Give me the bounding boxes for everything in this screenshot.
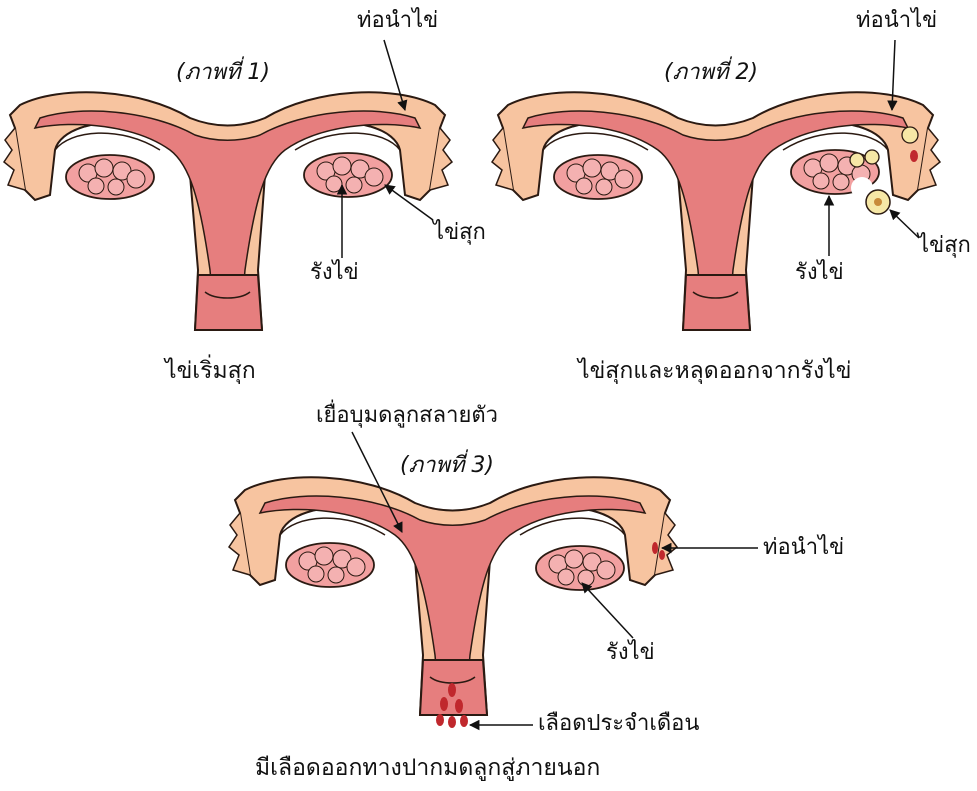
figure-1-uterus [4,92,452,330]
figure-2-oviduct-label: ท่อนำไข่ [856,10,937,32]
figure-3-blood-label: เลือดประจำเดือน [538,713,699,735]
figure-1-caption: ไข่เริ่มสุก [165,360,256,383]
figure-3-oviduct-label: ท่อนำไข่ [763,537,844,559]
figure-3-caption: มีเลือดออกทางปากมดลูกสู่ภายนอก [255,757,600,780]
figure-1-number: (ภาพที่ 1) [176,62,270,84]
figure-1-egg-label: ไข่สุก [433,222,486,244]
figure-3-right-ovary [536,546,624,590]
figure-3-lining-label: เยื่อบุมดลูกสลายตัว [316,405,498,427]
figure-1-left-ovary [66,155,154,199]
figure-2-ovary-label: รังไข่ [795,262,844,284]
figure-2-left-ovary [554,155,642,199]
figure-3-ovary-label: รังไข่ [606,642,655,664]
figure-2-egg-label: ไข่สุก [918,235,971,257]
figure-3-uterus [229,477,677,728]
figure-3-number: (ภาพที่ 3) [400,455,494,477]
figure-1-oviduct-label: ท่อนำไข่ [357,10,438,32]
figure-2-uterus [492,92,940,330]
figure-2-caption: ไข่สุกและหลุดออกจากรังไข่ [578,360,851,383]
figure-2-number: (ภาพที่ 2) [664,62,758,84]
figure-3-left-ovary [286,543,374,587]
egg-in-tube [902,127,918,143]
figure-1-right-ovary [304,153,392,197]
figure-1-ovary-label: รังไข่ [310,262,359,284]
